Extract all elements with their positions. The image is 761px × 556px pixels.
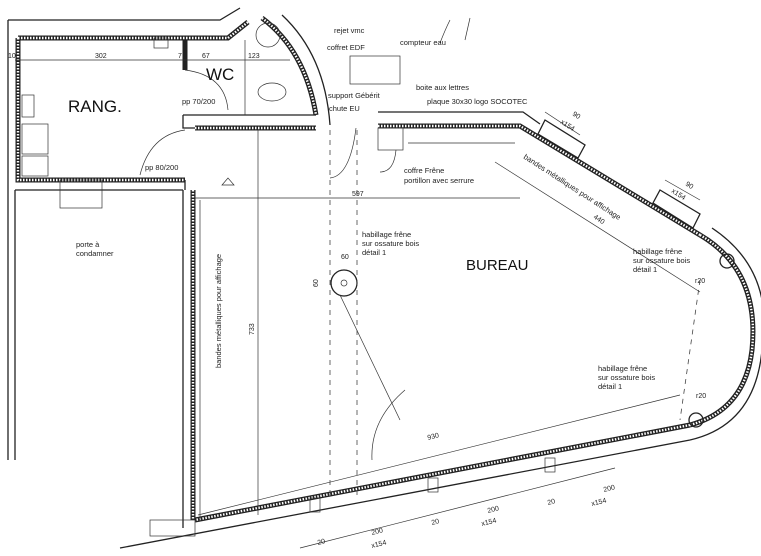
- column-icon: [330, 269, 358, 297]
- dimension-label: r20: [696, 393, 706, 400]
- dimension-label: 930: [427, 432, 440, 442]
- dimension-label: détail 1: [362, 248, 386, 257]
- dimension-label: 67: [202, 53, 210, 60]
- dimension-label: 90: [571, 111, 581, 121]
- label-chute-eu: chute EU: [329, 104, 360, 113]
- dimension-label: habillage frêne: [633, 247, 682, 256]
- room-bureau: BUREAU: [466, 257, 529, 274]
- dimension-label: habillage frêne: [598, 364, 647, 373]
- dimension-label: 123: [248, 53, 260, 60]
- dimension-label: sur ossature bois: [598, 373, 655, 382]
- dimension-label: 60: [341, 254, 349, 261]
- dimension-label: sur ossature bois: [362, 239, 419, 248]
- label-door-wc: pp 70/200: [182, 97, 215, 106]
- dimension-label: 200: [371, 527, 384, 537]
- dimension-label: détail 1: [598, 382, 622, 391]
- dimension-label: sur ossature bois: [633, 256, 690, 265]
- dimension-label: 200: [603, 484, 616, 494]
- dimension-label: 90: [684, 181, 694, 191]
- walls: [7, 7, 761, 549]
- dimension-label: 60: [313, 279, 320, 287]
- dimension-label: détail 1: [633, 265, 657, 274]
- sink-icon: [255, 22, 281, 48]
- dimension-label: 733: [249, 323, 256, 335]
- room-wc: WC: [206, 65, 234, 84]
- label-portillon: portillon avec serrure: [404, 176, 474, 185]
- dimension-label: 200: [487, 505, 500, 515]
- dimension-label: x154: [481, 517, 498, 527]
- label-coffre: coffre Frêne: [404, 166, 444, 175]
- label-coffret-edf: coffret EDF: [327, 43, 365, 52]
- dimension-lines: [15, 40, 701, 549]
- dimension-label: 302: [95, 53, 107, 60]
- dimension-label: x154: [371, 539, 388, 549]
- dimension-label: 597: [352, 191, 364, 198]
- label-support-geberit: support Gébérit: [328, 91, 381, 100]
- mailbox: [377, 127, 404, 151]
- label-door-bureau: pp 80/200: [145, 163, 178, 172]
- dimension-label: habillage frêne: [362, 230, 411, 239]
- dimension-label: 20: [317, 538, 326, 547]
- label-plaque: plaque 30x30 logo SOCOTEC: [427, 97, 528, 106]
- dimension-label: 7: [178, 53, 182, 60]
- label-rejet-vmc: rejet vmc: [334, 26, 365, 35]
- label-compteur-eau: compteur eau: [400, 38, 446, 47]
- dimension-label: x154: [670, 188, 687, 202]
- dimension-label: 440: [592, 214, 606, 226]
- dimension-label: 10: [8, 53, 16, 60]
- dimension-texts: 10 302 7 67 123 597 60 60 733 440 930 90…: [8, 53, 706, 550]
- label-boite-lettres: boite aux lettres: [416, 83, 469, 92]
- dimension-label: x154: [591, 497, 608, 507]
- toilet-icon: [257, 82, 287, 102]
- water-meter-box: [349, 55, 401, 85]
- dimension-label: 20: [547, 498, 556, 507]
- dimension-label: 20: [431, 518, 440, 527]
- label-porte: porte à: [76, 240, 100, 249]
- label-condamner: condamner: [76, 249, 114, 258]
- dimension-label: r20: [695, 278, 705, 285]
- annotations: rejet vmc coffret EDF compteur eau suppo…: [76, 26, 690, 391]
- label-bandes-left: bandes métalliques pour affichage: [214, 254, 223, 368]
- room-rang: RANG.: [68, 97, 122, 116]
